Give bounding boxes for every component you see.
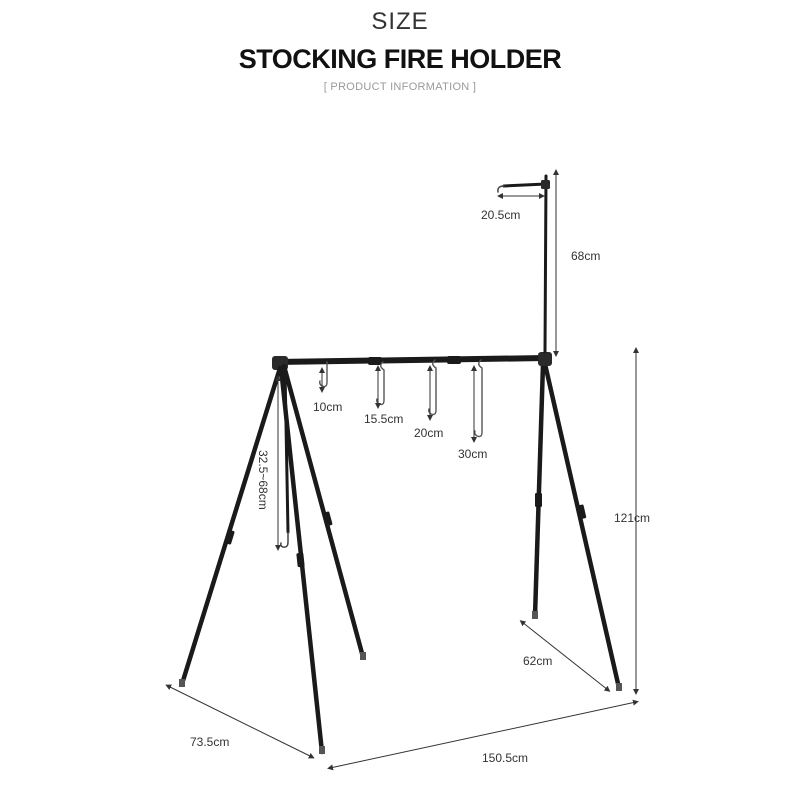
left-front-leg-joint: [224, 529, 235, 545]
label-hook-20: 20cm: [414, 426, 443, 440]
left-rear-leg-joint: [322, 511, 333, 527]
hook-30cm: [474, 359, 483, 438]
right-front-foot: [532, 611, 538, 619]
lantern-arm: [502, 182, 548, 188]
crossbar-joint-left: [368, 357, 382, 365]
left-back-leg-joint: [296, 552, 305, 568]
label-hook-10: 10cm: [313, 400, 342, 414]
dimension-lines: [165, 169, 639, 771]
label-arm-length: 20.5cm: [481, 208, 520, 222]
left-rear-foot: [360, 652, 366, 660]
label-width: 150.5cm: [482, 751, 528, 765]
dimension-labels: 20.5cm 68cm 10cm 15.5cm 20cm 30cm 32.5~6…: [190, 208, 650, 765]
label-hook-30: 30cm: [458, 447, 487, 461]
left-back-foot: [319, 746, 325, 754]
hanging-chain: [283, 368, 290, 534]
right-back-leg-joint: [576, 504, 587, 520]
right-front-leg-joint: [535, 493, 542, 507]
lantern-arm-hook: [497, 185, 505, 193]
lantern-pole: [543, 174, 548, 354]
label-left-depth: 73.5cm: [190, 735, 229, 749]
right-apex-connector: [538, 352, 552, 366]
size-label: SIZE: [371, 8, 429, 35]
label-frame-height: 121cm: [614, 511, 650, 525]
dim-line-left-depth: [165, 684, 315, 759]
chain-hook: [280, 531, 289, 548]
label-pole-height: 68cm: [571, 249, 600, 263]
right-front-leg: [532, 361, 546, 619]
product-subtitle: [ PRODUCT INFORMATION ]: [323, 81, 477, 93]
label-hook-15-5: 15.5cm: [364, 412, 403, 426]
dim-line-width: [327, 699, 639, 771]
right-back-leg: [542, 361, 622, 691]
label-chain: 32.5~68cm: [256, 450, 270, 510]
right-back-foot: [616, 683, 622, 691]
label-right-depth: 62cm: [523, 654, 552, 668]
product-title: STOCKING FIRE HOLDER: [238, 44, 562, 74]
crossbar-joint-right: [447, 356, 461, 364]
dim-line-right-depth: [519, 620, 611, 692]
pole-clamp: [541, 180, 550, 189]
left-front-foot: [179, 679, 185, 687]
left-front-leg: [179, 365, 283, 687]
left-rear-leg: [281, 363, 366, 660]
top-crossbar: [273, 355, 549, 365]
hook-10cm: [319, 361, 328, 388]
